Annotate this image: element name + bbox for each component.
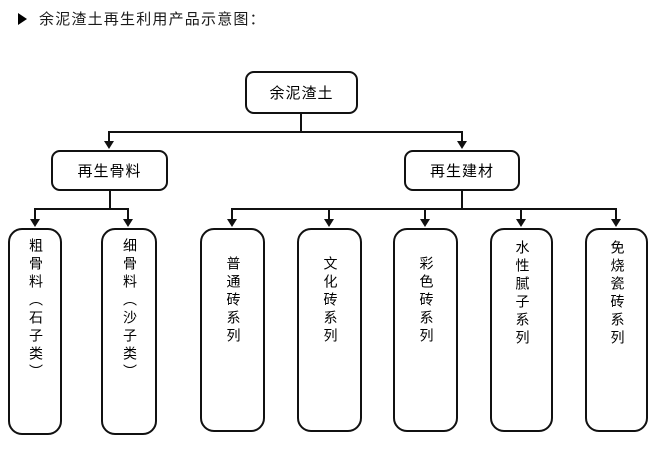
connector-bm-to-water-putty xyxy=(520,208,522,220)
arrow-to-color-brick xyxy=(420,219,430,227)
node-root[interactable]: 余泥渣土 xyxy=(245,71,358,114)
arrow-to-culture-brick xyxy=(324,219,334,227)
connector-building-material-stem xyxy=(461,191,463,210)
node-unfired-tile-label: 免烧瓷砖系列 xyxy=(608,240,625,348)
connector-aggregate-stem xyxy=(109,191,111,210)
node-root-label: 余泥渣土 xyxy=(269,83,334,102)
node-ordinary-brick-label: 普通砖系列 xyxy=(224,256,241,346)
connector-aggregate-to-coarse xyxy=(34,208,36,220)
triangle-right-icon xyxy=(18,13,27,25)
connector-aggregate-to-fine xyxy=(127,208,129,220)
node-color-brick-label: 彩色砖系列 xyxy=(417,256,434,346)
node-coarse-aggregate[interactable]: 粗骨料（石子类） xyxy=(8,228,62,435)
arrow-root-to-building-material xyxy=(457,141,467,149)
connector-aggregate-bus xyxy=(34,208,129,210)
arrow-to-water-putty xyxy=(516,219,526,227)
node-ordinary-brick[interactable]: 普通砖系列 xyxy=(200,228,265,432)
page-title: 余泥渣土再生利用产品示意图： xyxy=(18,10,266,28)
node-aggregate-label: 再生骨料 xyxy=(77,161,142,180)
node-unfired-tile[interactable]: 免烧瓷砖系列 xyxy=(585,228,648,432)
connector-bm-to-color-brick xyxy=(424,208,426,220)
node-coarse-aggregate-label: 粗骨料（石子类） xyxy=(27,238,43,382)
connector-root-to-building-material xyxy=(461,131,463,142)
connector-bm-to-culture-brick xyxy=(328,208,330,220)
connector-bm-to-unfired-tile xyxy=(615,208,617,220)
connector-root-stem xyxy=(300,114,302,133)
node-building-material-label: 再生建材 xyxy=(429,161,494,180)
arrow-to-unfired-tile xyxy=(611,219,621,227)
arrow-to-fine-aggregate xyxy=(123,219,133,227)
node-fine-aggregate-label: 细骨料（沙子类） xyxy=(121,238,137,382)
arrow-root-to-aggregate xyxy=(104,141,114,149)
connector-root-to-aggregate xyxy=(108,131,110,142)
arrow-to-coarse-aggregate xyxy=(30,219,40,227)
node-color-brick[interactable]: 彩色砖系列 xyxy=(393,228,458,432)
node-culture-brick-label: 文化砖系列 xyxy=(321,256,338,346)
arrow-to-ordinary-brick xyxy=(227,219,237,227)
connector-bm-to-ordinary-brick xyxy=(231,208,233,220)
page-title-text: 余泥渣土再生利用产品示意图： xyxy=(39,10,266,28)
node-building-material[interactable]: 再生建材 xyxy=(404,150,520,191)
node-aggregate[interactable]: 再生骨料 xyxy=(51,150,168,191)
node-culture-brick[interactable]: 文化砖系列 xyxy=(297,228,362,432)
connector-root-bus xyxy=(108,131,463,133)
node-water-putty-label: 水性腻子系列 xyxy=(513,240,530,348)
node-fine-aggregate[interactable]: 细骨料（沙子类） xyxy=(101,228,157,435)
node-water-putty[interactable]: 水性腻子系列 xyxy=(490,228,553,432)
